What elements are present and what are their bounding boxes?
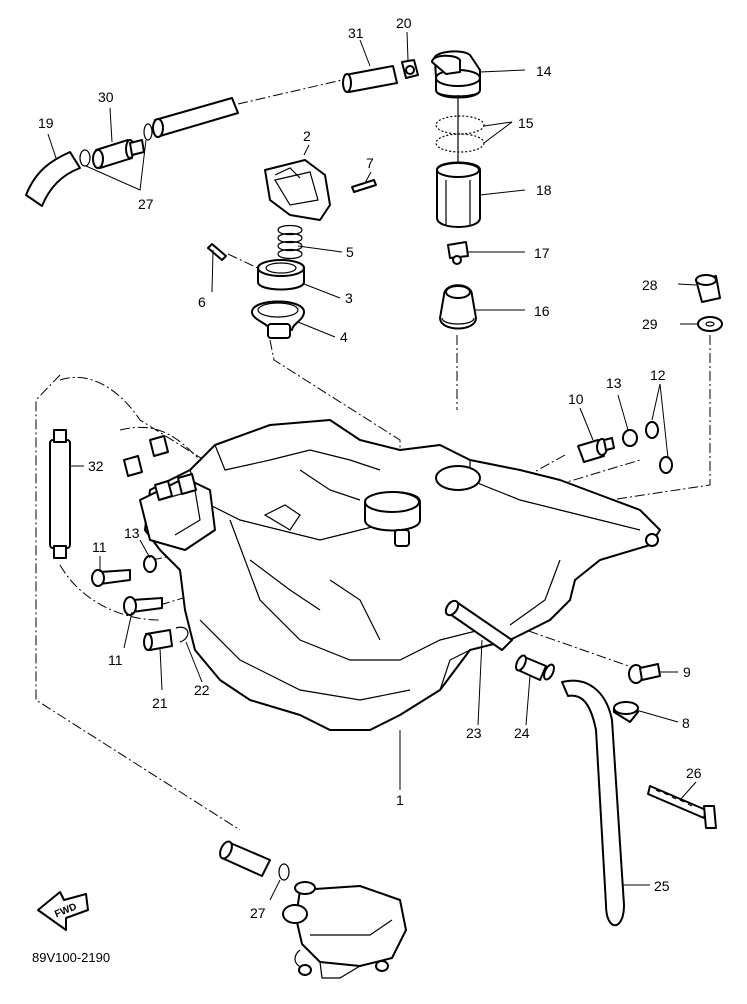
callout-32: 32 (88, 458, 104, 474)
fuel-cock (282, 881, 407, 979)
hose-19 (25, 151, 81, 207)
neck-seal (251, 300, 305, 339)
fuel-tank (139, 419, 661, 731)
pipe-25 (561, 679, 625, 926)
callout-10: 10 (568, 391, 584, 407)
callout-19: 19 (38, 115, 54, 131)
callout-3: 3 (345, 290, 353, 306)
callout-17: 17 (534, 245, 550, 261)
washer-29 (697, 316, 723, 332)
damper-21 (143, 629, 173, 651)
grommet-28 (695, 274, 721, 303)
callout-16: 16 (534, 303, 550, 319)
callout-27-lower: 27 (250, 905, 266, 921)
bolt-11-lower (123, 596, 163, 616)
clip-22 (175, 626, 189, 643)
grommet-12 (645, 421, 673, 474)
callout-21: 21 (152, 695, 168, 711)
washer-13-right (622, 429, 638, 447)
fitting-24 (515, 654, 555, 681)
filler-ring (257, 259, 305, 291)
clamp-20 (401, 59, 419, 79)
callout-11-lower: 11 (108, 652, 123, 668)
fuel-filter-32 (49, 429, 71, 559)
hose-23 (444, 599, 513, 651)
washer-13-left (143, 555, 157, 573)
callout-11-upper: 11 (92, 539, 107, 555)
callout-15: 15 (518, 115, 534, 131)
callout-31: 31 (348, 25, 364, 41)
grommets-left (123, 435, 197, 501)
callout-30: 30 (98, 89, 114, 105)
callout-12: 12 (650, 367, 666, 383)
fwd-arrow-icon: FWD (37, 891, 89, 931)
callout-14: 14 (536, 63, 552, 79)
callout-8: 8 (682, 715, 690, 731)
clip-17 (447, 241, 469, 265)
hose-31 (342, 65, 398, 93)
callouts: 1 2 3 4 5 6 7 8 9 10 11 11 12 13 13 14 1… (38, 15, 702, 921)
fitting-30 (92, 139, 145, 169)
cap-8 (612, 701, 639, 723)
callout-28: 28 (642, 277, 658, 293)
bolt-10 (577, 437, 615, 463)
diagram-code: 89V100-2190 (32, 950, 110, 965)
callout-27-upper: 27 (138, 196, 154, 212)
pin-7 (351, 179, 377, 193)
callout-1: 1 (396, 792, 404, 808)
callout-4: 4 (340, 329, 348, 345)
callout-5: 5 (346, 244, 354, 260)
float-16 (439, 284, 477, 330)
callout-25: 25 (654, 878, 670, 894)
callout-2: 2 (303, 128, 311, 144)
fuel-cap (264, 159, 331, 221)
callout-26: 26 (686, 765, 702, 781)
callout-9: 9 (683, 664, 691, 680)
clamps-27-upper (79, 123, 153, 167)
callout-13-left: 13 (124, 525, 140, 541)
callout-22: 22 (194, 682, 210, 698)
clamp-27-lower (278, 863, 290, 881)
sender-cap-14 (431, 50, 481, 99)
callout-7: 7 (366, 155, 374, 171)
callout-29: 29 (642, 316, 658, 332)
callout-20: 20 (396, 15, 412, 31)
bolt-9 (628, 663, 661, 684)
hose-upper (152, 97, 239, 138)
callout-18: 18 (536, 182, 552, 198)
cable-tie-26 (647, 785, 717, 829)
callout-13-right: 13 (606, 375, 622, 391)
callout-24: 24 (514, 725, 530, 741)
hose-lower (219, 840, 271, 877)
leader-lines (47, 31, 698, 901)
sender-body-18 (436, 161, 481, 228)
callout-6: 6 (198, 294, 206, 310)
callout-23: 23 (466, 725, 482, 741)
pin-6 (207, 243, 227, 261)
spring (277, 224, 303, 260)
bolt-11-upper (91, 569, 131, 587)
